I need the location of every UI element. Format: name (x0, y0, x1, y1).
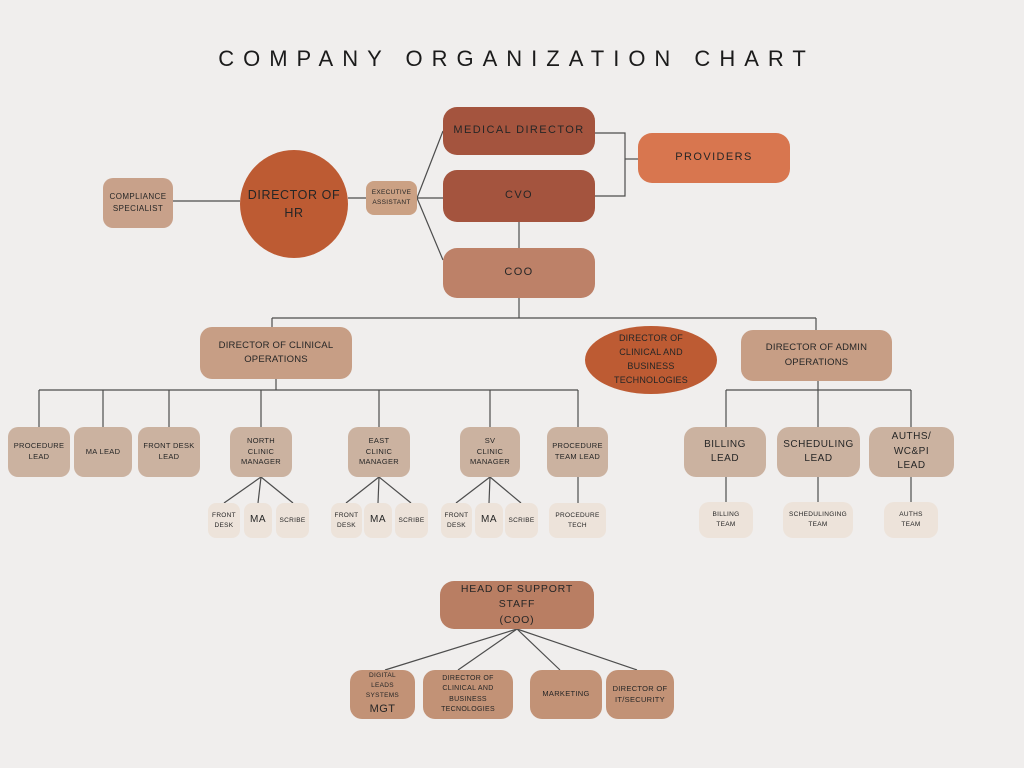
node-director-clinical-business-tecnologies: DIRECTOR OF CLINICAL AND BUSINESS TECNOL… (423, 670, 513, 719)
node-sv-front-desk: FRONT DESK (441, 503, 472, 538)
node-head-support-staff: HEAD OF SUPPORT STAFF (COO) (440, 581, 594, 629)
node-east-front-desk: FRONT DESK (331, 503, 362, 538)
node-director-of-hr: DIRECTOR OF HR (240, 150, 348, 258)
node-director-admin-operations: DIRECTOR OF ADMIN OPERATIONS (741, 330, 892, 381)
node-cvo: CVO (443, 170, 595, 222)
node-north-front-desk: FRONT DESK (208, 503, 240, 538)
node-sv-scribe: SCRIBE (505, 503, 538, 538)
node-digital-leads-systems-mgt: DIGITAL LEADS SYSTEMS MGT (350, 670, 415, 719)
node-front-desk-lead: FRONT DESK LEAD (138, 427, 200, 477)
node-compliance-specialist: COMPLIANCE SPECIALIST (103, 178, 173, 228)
node-director-clinical-operations: DIRECTOR OF CLINICAL OPERATIONS (200, 327, 352, 379)
node-north-clinic-manager: NORTH CLINIC MANAGER (230, 427, 292, 477)
node-executive-assistant: EXECUTIVE ASSISTANT (366, 181, 417, 215)
node-medical-director: MEDICAL DIRECTOR (443, 107, 595, 155)
node-procedure-lead: PROCEDURE LEAD (8, 427, 70, 477)
node-marketing: MARKETING (530, 670, 602, 719)
node-north-ma: MA (244, 503, 272, 538)
node-billing-lead: BILLING LEAD (684, 427, 766, 477)
node-coo: COO (443, 248, 595, 298)
page-title: COMPANY ORGANIZATION CHART (218, 46, 815, 71)
node-scheduling-lead: SCHEDULING LEAD (777, 427, 860, 477)
node-east-clinic-manager: EAST CLINIC MANAGER (348, 427, 410, 477)
node-ma-lead: MA LEAD (74, 427, 132, 477)
node-east-ma: MA (364, 503, 392, 538)
digital-leads-mgt-label: MGT (369, 703, 396, 716)
node-director-clinical-business-technologies: DIRECTOR OF CLINICAL AND BUSINESS TECHNO… (585, 326, 717, 394)
digital-leads-label: DIGITAL LEADS SYSTEMS (365, 672, 400, 699)
node-sv-clinic-manager: SV CLINIC MANAGER (460, 427, 520, 477)
node-director-it-security: DIRECTOR OF IT/SECURITY (606, 670, 674, 719)
node-providers: PROVIDERS (638, 133, 790, 183)
node-procedure-tech: PROCEDURE TECH (549, 503, 606, 538)
node-procedure-team-lead: PROCEDURE TEAM LEAD (547, 427, 608, 477)
node-north-scribe: SCRIBE (276, 503, 309, 538)
node-auths-wcpi-lead: AUTHS/ WC&PI LEAD (869, 427, 954, 477)
node-scheduling-team: SCHEDULINGING TEAM (783, 502, 853, 538)
node-auths-team: AUTHS TEAM (884, 502, 938, 538)
node-billing-team: BILLING TEAM (699, 502, 753, 538)
node-east-scribe: SCRIBE (395, 503, 428, 538)
node-sv-ma: MA (475, 503, 503, 538)
